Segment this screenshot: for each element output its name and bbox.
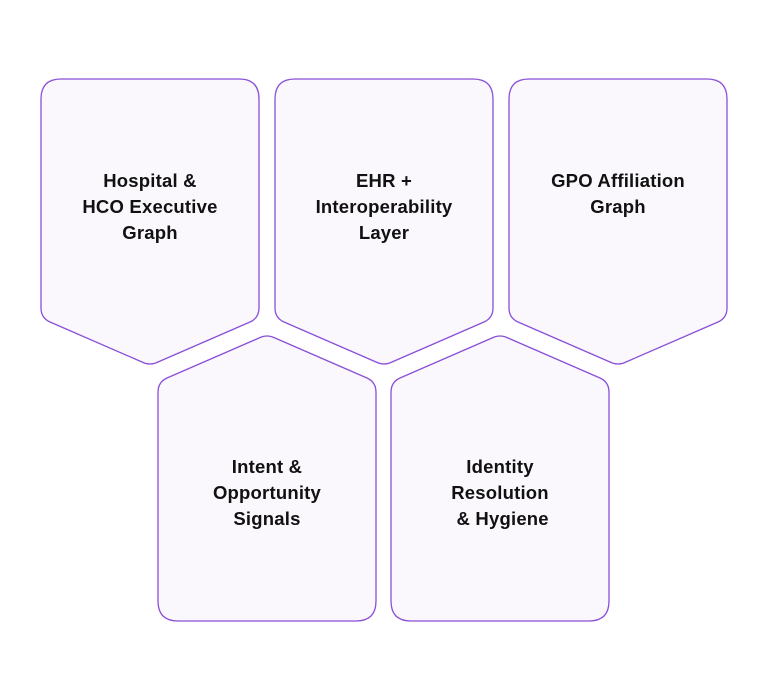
card-label-line: & Hygiene — [451, 508, 549, 529]
card-label-line: Resolution — [451, 482, 549, 503]
card-label-line: Graph — [122, 222, 178, 243]
card-label-line: Graph — [590, 196, 646, 217]
card-shape-hospital-hco-executive-graph — [40, 78, 260, 365]
card-label-line: Intent & — [231, 456, 303, 477]
card-label-line: EHR + — [355, 170, 412, 191]
card-label-line: GPO Affiliation — [551, 170, 685, 191]
card-label-line: Layer — [358, 222, 410, 243]
card-label-line: HCO Executive — [82, 196, 218, 217]
card-shape-identity-resolution-hygiene — [390, 335, 610, 622]
card-label-line: Opportunity — [212, 482, 322, 503]
card-label-line: Hospital & — [103, 170, 197, 191]
card-label-line: Signals — [233, 508, 301, 529]
card-label-line: Interoperability — [315, 196, 453, 217]
card-shape-ehr-interoperability-layer — [274, 78, 494, 365]
card-shape-intent-opportunity-signals — [157, 335, 377, 622]
card-label-line: Identity — [466, 456, 534, 477]
card-shape-gpo-affiliation-graph — [508, 78, 728, 365]
